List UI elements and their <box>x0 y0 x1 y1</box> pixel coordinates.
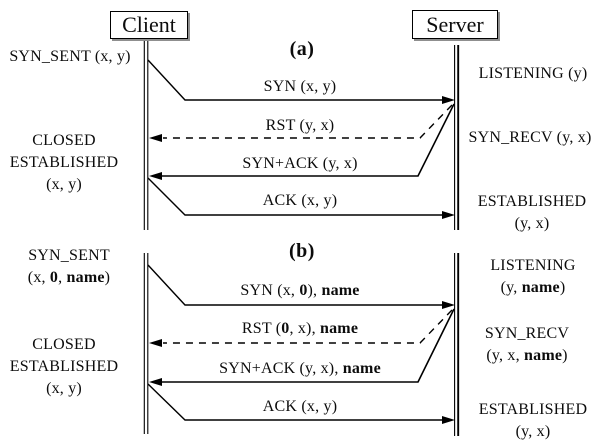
client-box: Client <box>110 11 188 39</box>
a-client-state-closed: CLOSED <box>32 132 96 149</box>
a-server-state-established: ESTABLISHED (y, x) <box>478 191 586 235</box>
server-box: Server <box>412 10 498 39</box>
ack-arrow-b <box>147 383 455 424</box>
ack-arrow-a <box>147 177 455 219</box>
arrowhead-right-icon <box>442 211 455 219</box>
b-server-listening-line: LISTENING <box>490 257 576 274</box>
section-b-label: (b) <box>289 240 315 262</box>
b-msg-synack: SYN+ACK (y, x), name <box>219 360 381 377</box>
a-server-state-syn-recv: SYN_RECV (y, x) <box>468 129 592 146</box>
a-server-established-line: ESTABLISHED <box>477 193 587 210</box>
arrowhead-right-icon <box>442 301 455 309</box>
server-lifeline-a <box>454 45 460 230</box>
server-box-title: Server <box>426 11 484 37</box>
b-client-syn-sent-line: SYN_SENT <box>28 247 110 264</box>
b-client-state-established-params: (x, y) <box>46 380 82 397</box>
a-client-state-established-params: (x, y) <box>46 176 82 193</box>
arrowhead-left-icon <box>149 378 162 386</box>
synack-arrow-a <box>149 103 455 180</box>
arrowhead-left-icon <box>149 134 162 142</box>
a-server-established-params: (y, x) <box>514 215 550 232</box>
syn-arrow-a <box>147 59 455 104</box>
a-msg-synack: SYN+ACK (y, x) <box>242 155 358 172</box>
b-msg-syn: SYN (x, 0), name <box>240 282 360 299</box>
b-client-state-closed: CLOSED <box>32 336 96 353</box>
arrowhead-right-icon <box>442 416 455 424</box>
rst-arrow-a <box>149 104 453 142</box>
a-client-state-syn-sent: SYN_SENT (x, y) <box>9 48 131 65</box>
arrowhead-right-icon <box>442 96 455 104</box>
client-lifeline-b <box>143 253 149 434</box>
b-server-syn-recv-line: SYN_RECV <box>484 325 570 342</box>
syn-arrow-b <box>147 264 455 309</box>
a-client-state-established: ESTABLISHED <box>9 154 119 171</box>
arrowhead-left-icon <box>149 339 162 347</box>
rst-arrow-b <box>149 309 453 347</box>
b-client-syn-sent-params: (x, 0, name) <box>27 269 111 286</box>
b-server-state-listening: LISTENING (y, name) <box>490 255 575 299</box>
b-server-established-params: (y, x) <box>515 423 551 440</box>
a-msg-rst: RST (y, x) <box>265 117 335 134</box>
a-client-state-closed-established: CLOSED ESTABLISHED (x, y) <box>10 130 118 196</box>
b-msg-ack: ACK (x, y) <box>262 398 338 415</box>
b-client-state-established: ESTABLISHED <box>9 358 119 375</box>
server-lifeline-b <box>454 253 460 436</box>
synack-arrow-b <box>149 308 455 386</box>
b-msg-rst: RST (0, x), name <box>241 320 359 337</box>
client-box-title: Client <box>122 12 176 37</box>
b-server-established-line: ESTABLISHED <box>478 401 588 418</box>
b-server-listening-params: (y, name) <box>500 279 566 296</box>
b-server-state-syn-recv: SYN_RECV (y, x, name) <box>485 323 569 367</box>
b-server-state-established: ESTABLISHED (y, x) <box>479 399 587 443</box>
b-client-state-syn-sent: SYN_SENT (x, 0, name) <box>28 245 110 289</box>
b-client-state-closed-established: CLOSED ESTABLISHED (x, y) <box>10 334 118 400</box>
b-server-syn-recv-params: (y, x, name) <box>486 347 568 364</box>
client-lifeline-a <box>143 39 149 230</box>
a-msg-ack: ACK (x, y) <box>262 192 338 209</box>
section-a-label: (a) <box>289 38 315 60</box>
a-msg-syn: SYN (x, y) <box>263 78 337 95</box>
arrowhead-left-icon <box>149 172 162 180</box>
a-server-state-listening: LISTENING (y) <box>478 65 588 82</box>
